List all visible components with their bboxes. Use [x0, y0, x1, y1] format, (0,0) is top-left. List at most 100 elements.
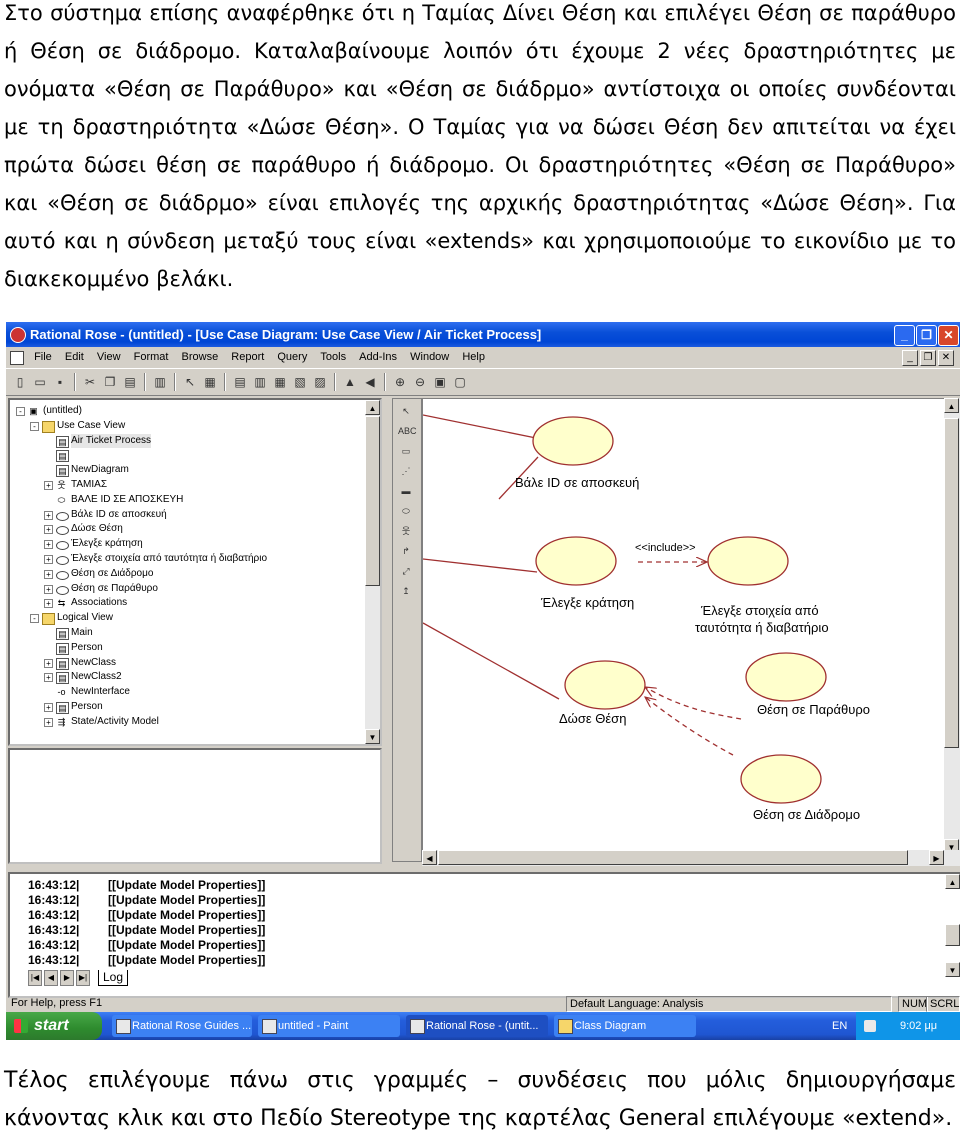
component-diagram-icon[interactable]: ▦: [274, 375, 286, 389]
cut-icon[interactable]: ✂: [84, 375, 96, 389]
expand-icon[interactable]: +: [44, 540, 53, 550]
diagram-scroll-up[interactable]: ▲: [944, 398, 959, 413]
expand-icon[interactable]: +: [44, 584, 53, 594]
menu-view[interactable]: View: [96, 351, 121, 363]
scroll-up-button[interactable]: ▲: [365, 400, 380, 415]
collapse-icon[interactable]: -: [16, 407, 25, 416]
expand-icon[interactable]: +: [44, 554, 53, 564]
log-scroll-down[interactable]: ▼: [945, 962, 960, 977]
log-scroll-thumb[interactable]: [945, 924, 960, 946]
language-indicator[interactable]: EN: [832, 1020, 848, 1032]
deployment-diagram-icon[interactable]: ▨: [314, 375, 326, 389]
log-scroll-up[interactable]: ▲: [945, 874, 960, 889]
copy-icon[interactable]: ❐: [104, 375, 116, 389]
assoc-line-elegxe[interactable]: [423, 558, 538, 573]
class-diagram-icon[interactable]: ▤: [234, 375, 246, 389]
menu-format[interactable]: Format: [133, 351, 169, 363]
assoc-line-vale-id[interactable]: [423, 414, 537, 439]
menu-query[interactable]: Query: [277, 351, 308, 363]
uc-elegxe-stoixeia-ellipse[interactable]: [707, 536, 789, 586]
open-icon[interactable]: ▭: [34, 375, 46, 389]
generalization-tool-icon[interactable]: ↥: [402, 586, 410, 596]
parent-icon[interactable]: ▲: [344, 375, 356, 389]
mdi-close-button[interactable]: ✕: [938, 350, 954, 366]
assoc-line-dose[interactable]: [423, 622, 560, 700]
association-tool-icon[interactable]: ↱: [402, 546, 410, 556]
maximize-button[interactable]: ❐: [916, 325, 937, 346]
state-diagram-icon[interactable]: ▧: [294, 375, 306, 389]
mdi-minimize-button[interactable]: _: [902, 350, 918, 366]
uc-thesi-diadromo-ellipse[interactable]: [740, 754, 822, 804]
note-tool-icon[interactable]: ▭: [401, 446, 411, 456]
paste-icon[interactable]: ▤: [124, 375, 136, 389]
documentation-window[interactable]: [8, 748, 382, 864]
expand-icon[interactable]: +: [44, 569, 53, 579]
save-icon[interactable]: ▪: [57, 375, 63, 389]
new-icon[interactable]: ▯: [16, 375, 24, 389]
menu-report[interactable]: Report: [231, 351, 265, 363]
model-browser[interactable]: -▣(untitled)-Use Case View▤Air Ticket Pr…: [8, 398, 382, 746]
start-button[interactable]: start: [6, 1012, 102, 1040]
anchor-tool-icon[interactable]: ⋰: [401, 466, 411, 476]
collapse-icon[interactable]: -: [30, 614, 39, 624]
tab-last-button[interactable]: ▶|: [76, 970, 90, 986]
diagram-hscroll-thumb[interactable]: [438, 850, 908, 865]
actor-tool-icon[interactable]: 웃: [401, 526, 411, 536]
tray-icon[interactable]: [864, 1020, 876, 1032]
expand-icon[interactable]: +: [44, 480, 53, 490]
uc-thesi-parathyro-ellipse[interactable]: [745, 652, 827, 702]
fit-window-icon[interactable]: ▣: [434, 375, 446, 389]
scroll-thumb[interactable]: [365, 416, 380, 586]
assoc-line-vale-id-2[interactable]: [498, 456, 539, 500]
extend-line-diadromo[interactable]: [645, 697, 734, 756]
expand-icon[interactable]: +: [44, 658, 53, 668]
browser-scrollbar[interactable]: ▲ ▼: [365, 400, 380, 744]
interaction-diagram-icon[interactable]: ▥: [254, 375, 266, 389]
expand-icon[interactable]: +: [44, 510, 53, 520]
expand-icon[interactable]: +: [44, 717, 53, 727]
task-class-diagram[interactable]: Class Diagram: [554, 1015, 696, 1037]
print-icon[interactable]: ▥: [154, 375, 166, 389]
log-window[interactable]: 16:43:12|[[Update Model Properties]]16:4…: [8, 872, 960, 998]
expand-icon[interactable]: +: [44, 525, 53, 535]
diagram-horizontal-scrollbar[interactable]: ◀ ▶: [422, 850, 960, 866]
collapse-icon[interactable]: -: [30, 421, 39, 431]
tab-log[interactable]: Log: [98, 970, 129, 986]
document-icon[interactable]: [10, 351, 24, 365]
diagram-scroll-thumb[interactable]: [944, 418, 959, 748]
context-help-icon[interactable]: ↖: [184, 375, 196, 389]
close-button[interactable]: ✕: [938, 325, 959, 346]
menu-help[interactable]: Help: [462, 351, 485, 363]
task-rose-guides[interactable]: Rational Rose Guides ...: [112, 1015, 252, 1037]
minimize-button[interactable]: _: [894, 325, 915, 346]
scroll-down-button[interactable]: ▼: [365, 729, 380, 744]
menu-window[interactable]: Window: [410, 351, 450, 363]
tab-first-button[interactable]: |◀: [28, 970, 42, 986]
task-paint[interactable]: untitled - Paint: [258, 1015, 400, 1037]
expand-icon[interactable]: +: [44, 599, 53, 609]
menu-tools[interactable]: Tools: [320, 351, 347, 363]
use-case-diagram[interactable]: Βάλε ID σε αποσκευή Έλεγξε κράτηση Έλεγξ…: [422, 398, 946, 856]
menu-file[interactable]: File: [34, 351, 52, 363]
diagram-scroll-right[interactable]: ▶: [929, 850, 944, 865]
zoom-in-icon[interactable]: ⊕: [394, 375, 406, 389]
extend-line-parathyro[interactable]: [645, 687, 742, 720]
selection-tool-icon[interactable]: ↖: [402, 406, 410, 416]
diagram-vertical-scrollbar[interactable]: ▲ ▼: [944, 398, 960, 854]
undo-fit-icon[interactable]: ▢: [454, 375, 466, 389]
dependency-tool-icon[interactable]: ⤢: [402, 566, 410, 576]
mdi-restore-button[interactable]: ❐: [920, 350, 936, 366]
menu-add-ins[interactable]: Add-Ins: [359, 351, 398, 363]
use-case-tool-icon[interactable]: ⬭: [402, 506, 410, 516]
text-tool-icon[interactable]: ABC: [398, 426, 417, 436]
uc-dose-thesi-ellipse[interactable]: [564, 660, 646, 710]
tab-prev-button[interactable]: ◀: [44, 970, 58, 986]
browse-icon[interactable]: ▦: [204, 375, 216, 389]
package-tool-icon[interactable]: ▬: [401, 486, 411, 496]
menu-browse[interactable]: Browse: [181, 351, 219, 363]
uc-elegxe-kratisi-ellipse[interactable]: [535, 536, 617, 586]
expand-icon[interactable]: +: [44, 702, 53, 712]
diagram-scroll-left[interactable]: ◀: [422, 850, 437, 865]
menu-edit[interactable]: Edit: [64, 351, 84, 363]
uc-vale-id-ellipse[interactable]: [532, 416, 614, 466]
